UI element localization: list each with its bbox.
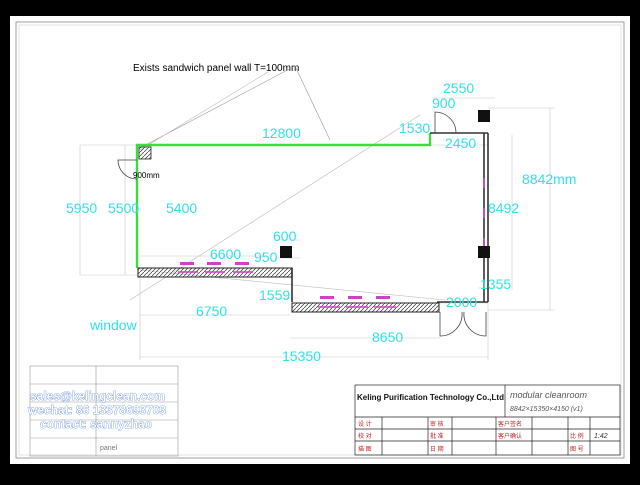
label-check: 校 对 (358, 432, 372, 440)
company-name: Keling Purification Technology Co.,Ltd (357, 393, 504, 402)
dim-2450: 2450 (445, 135, 476, 151)
dim-1355: 1355 (480, 276, 511, 292)
door-bottom-right-leaf (463, 311, 487, 337)
scale-value: 1:42 (594, 433, 608, 440)
paper-sheet (10, 16, 630, 464)
label-review: 审 核 (430, 420, 444, 428)
doors (117, 111, 487, 337)
door-top (434, 111, 457, 134)
contact-wechat: wechat: 86 13378693703 (27, 403, 166, 417)
dim-6750: 6750 (196, 303, 227, 319)
label-scale: 比 例 (570, 432, 584, 440)
title-block (354, 384, 621, 456)
contact-email: sales@kelingclean.com (30, 389, 165, 403)
dim-8650: 8650 (372, 329, 403, 345)
dim-5500: 5500 (108, 200, 139, 216)
label-draw: 描 图 (358, 445, 372, 453)
air-unit-top-right (478, 110, 490, 122)
dim-1559: 1559 (259, 287, 290, 303)
existing-walls (291, 132, 489, 303)
dim-600: 600 (273, 228, 297, 244)
dim-5400: 5400 (166, 200, 197, 216)
label-customer-confirm: 客户确认 (498, 432, 522, 440)
label-design: 设 计 (358, 420, 372, 428)
contact-name: contact: sannyzhao (40, 417, 152, 431)
project-spec: 8842×15350×4150 (v1) (510, 406, 583, 413)
legend-hint: panel (100, 445, 118, 452)
dim-8492: 8492 (488, 200, 519, 216)
legend-table (29, 365, 179, 457)
title-block-labels: 设 计 审 核 客户签名 校 对 批 准 客户确认 描 图 日 期 图 号 比 … (358, 420, 584, 453)
label-date: 日 期 (430, 445, 444, 453)
label-customer-sign: 客户签名 (498, 420, 522, 428)
label-drawing-no: 图 号 (570, 446, 584, 453)
extension-lines (79, 97, 555, 360)
dim-12800: 12800 (262, 125, 301, 141)
drawing-inner-border (18, 24, 622, 456)
windows (178, 178, 485, 308)
dim-8842mm: 8842mm (522, 171, 576, 187)
dim-6600: 6600 (210, 246, 241, 262)
label-approve: 批 准 (430, 432, 444, 440)
dim-900-top: 900 (432, 95, 456, 111)
air-units (138, 110, 490, 258)
dim-2550: 2550 (443, 80, 474, 96)
air-unit-center (280, 246, 292, 258)
door-left (117, 159, 138, 180)
dim-1530: 1530 (399, 120, 430, 136)
new-sandwich-walls (135, 133, 432, 268)
air-unit-left (138, 146, 152, 160)
dim-15350: 15350 (282, 348, 321, 364)
header-note: Exists sandwich panel wall T=100mm (133, 63, 299, 74)
dim-5950: 5950 (66, 200, 97, 216)
drawing-border (15, 21, 625, 459)
dim-900mm: 900mm (133, 171, 160, 180)
dim-2000: 2000 (446, 294, 477, 310)
dim-950: 950 (254, 249, 278, 265)
window-markers (180, 262, 390, 299)
door-bottom-left-leaf (439, 311, 463, 337)
air-unit-right (478, 246, 490, 258)
window-label: window (89, 317, 138, 333)
project-name: modular cleanroom (510, 390, 588, 400)
